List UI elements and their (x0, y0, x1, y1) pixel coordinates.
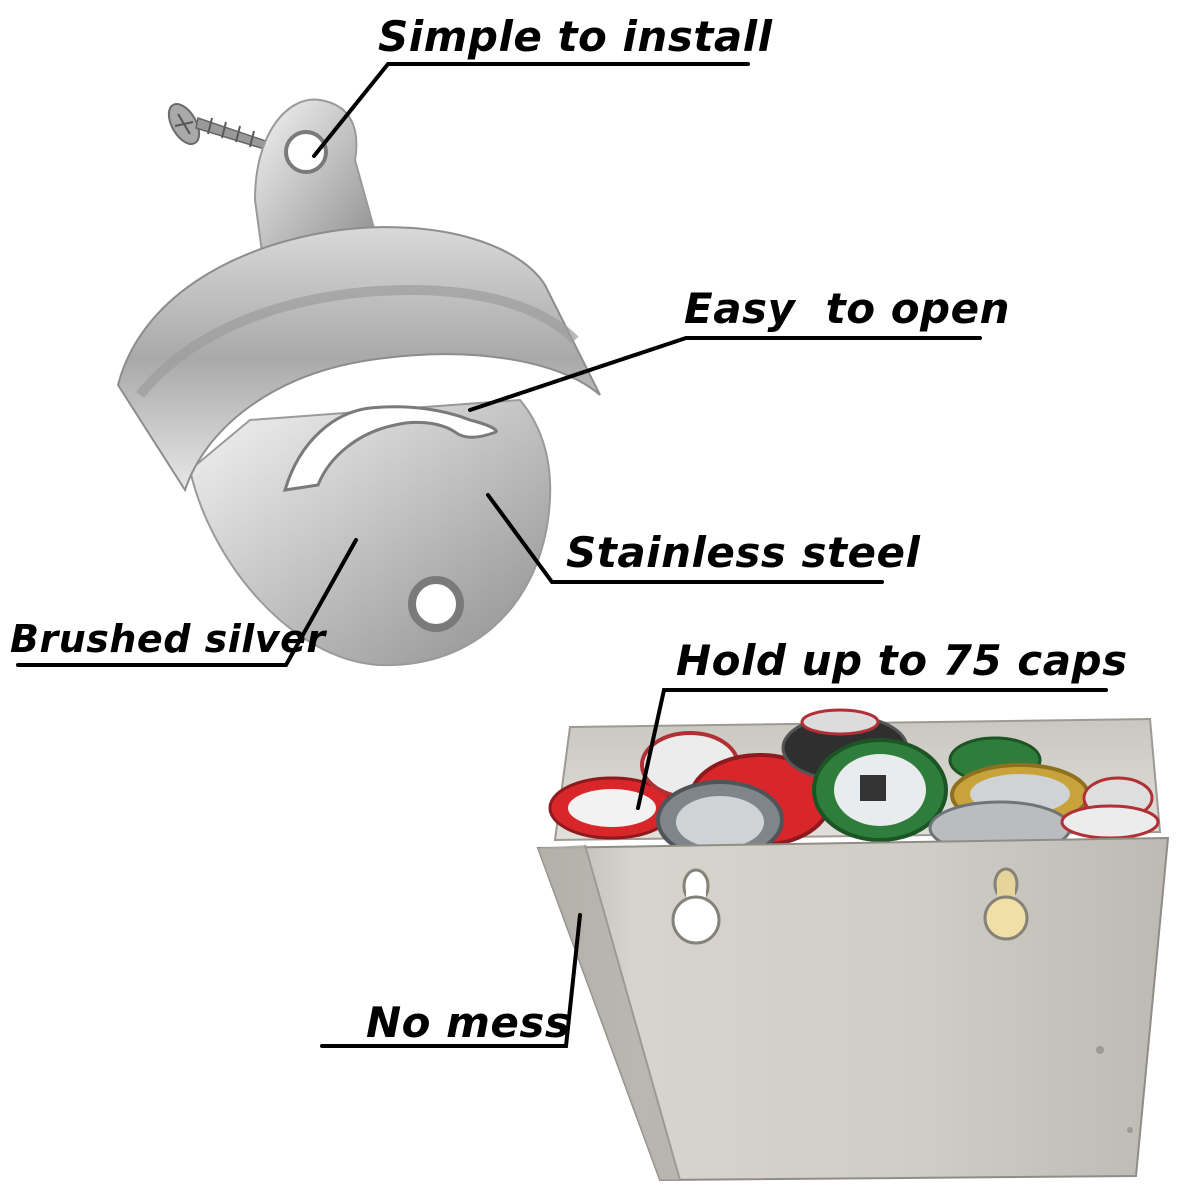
label-brushed-silver: Brushed silver (10, 617, 326, 661)
callout-silver-line (16, 538, 358, 667)
label-easy-to-open: Easy to open (684, 284, 1011, 333)
label-simple-to-install: Simple to install (378, 12, 773, 61)
bottle-cap-icon (548, 708, 1160, 860)
callout-mess-line (320, 913, 582, 1048)
callout-lines (16, 62, 1108, 1048)
callout-install-line (312, 62, 750, 158)
callout-caps-line (636, 688, 1108, 810)
callout-steel-line (486, 493, 884, 584)
bottle-opener-icon (116, 98, 601, 667)
callout-open-line (468, 336, 982, 412)
label-hold-up-to-75-caps: Hold up to 75 caps (676, 636, 1128, 685)
label-no-mess: No mess (366, 998, 571, 1047)
cap-catcher-box-icon (536, 708, 1170, 1182)
label-stainless-steel: Stainless steel (566, 528, 921, 577)
